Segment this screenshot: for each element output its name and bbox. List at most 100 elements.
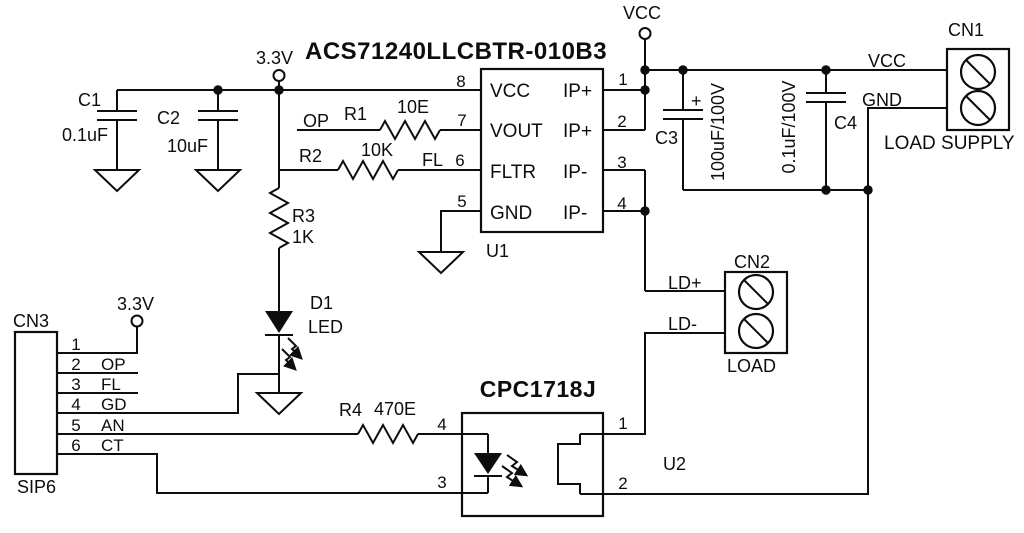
ld-plus-label: LD+ [668, 273, 702, 293]
opto-output-symbol [557, 434, 581, 494]
c1-value: 0.1uF [62, 125, 108, 145]
ld-minus-label: LD- [668, 314, 697, 334]
cn3-pin2-name: OP [101, 355, 126, 374]
net-label-3v3: 3.3V [256, 48, 293, 68]
connector-cn1: CN1 VCC GND LOAD SUPPLY [862, 20, 1015, 154]
ic-u1: ACS71240LLCBTR-010B3 U1 8 7 6 5 VCC VOUT… [305, 38, 628, 275]
cn3-pin1-num: 1 [71, 335, 80, 354]
wire [580, 332, 725, 435]
u1-refdes: U1 [486, 241, 509, 261]
c1-ref: C1 [78, 90, 101, 110]
terminal-circle [130, 314, 144, 328]
cn3-pin5-name: AN [101, 416, 125, 435]
cn3-caption: SIP6 [17, 477, 56, 497]
net-label-vcc: VCC [623, 3, 661, 23]
wire [603, 70, 646, 131]
wire [198, 90, 238, 170]
u1-pin3-num: 3 [617, 153, 626, 172]
ground-symbol [254, 392, 304, 416]
cn1-ref: CN1 [948, 20, 984, 40]
ground-symbol [416, 251, 466, 275]
screw-slot [743, 318, 769, 344]
c4-value: 0.1uF/100V [779, 80, 799, 173]
screw-terminal [737, 312, 775, 350]
u2-part-number: CPC1718J [480, 376, 597, 402]
r3-value: 1K [292, 227, 314, 247]
r2-ref: R2 [299, 146, 322, 166]
cn3-pin5-num: 5 [71, 416, 80, 435]
cn3-pin6-num: 6 [71, 436, 80, 455]
resistor-r4: R4 470E [339, 399, 419, 446]
r2-value: 10K [361, 140, 393, 160]
junction-dot [213, 85, 223, 95]
connector-cn3: CN3 SIP6 3.3V 1 2 3 4 5 6 OP FL GD AN CT [13, 294, 154, 497]
d1-ref: D1 [310, 293, 333, 313]
r1-value: 10E [397, 97, 429, 117]
wire [603, 169, 725, 292]
d1-value: LED [308, 317, 343, 337]
resistor-zigzag [379, 118, 441, 142]
cn1-caption: LOAD SUPPLY [884, 133, 1015, 154]
wire [663, 70, 703, 190]
net-vcc-wires [580, 39, 947, 495]
cn2-ref: CN2 [734, 252, 770, 272]
u1-pin2-name: IP+ [563, 121, 592, 142]
net-3v3-wires [117, 89, 481, 311]
junction-dot [640, 206, 650, 216]
opto-light-arrow [501, 465, 524, 488]
cn3-pin4-name: GD [101, 395, 127, 414]
wire [57, 327, 138, 354]
u2-refdes: U2 [663, 454, 686, 474]
wire [806, 70, 846, 190]
u1-pin6-num: 6 [455, 151, 464, 170]
u1-pin1-name: IP+ [563, 81, 592, 102]
screw-slot [965, 59, 991, 85]
u1-pin8-name: VCC [490, 81, 530, 102]
led-triangle [265, 311, 293, 333]
resistor-r3: R3 1K [267, 187, 315, 249]
u1-pin5-num: 5 [457, 192, 466, 211]
screw-terminal [737, 273, 775, 311]
c3-ref: C3 [655, 128, 678, 148]
terminal-3v3: 3.3V [256, 48, 293, 90]
opto-light-arrow [506, 454, 529, 477]
resistor-r1: OP R1 10E [303, 97, 441, 142]
cn1-vcc-label: VCC [868, 51, 906, 71]
ground-symbol [193, 169, 243, 193]
u1-pin3-name: IP- [563, 162, 587, 183]
u1-pin1-num: 1 [618, 70, 627, 89]
wire [97, 90, 137, 170]
cn2-body [723, 270, 789, 355]
u2-pin1-num: 1 [618, 414, 627, 433]
led-d1: D1 LED [254, 293, 343, 416]
net-label-op: OP [303, 111, 329, 131]
cn1-gnd-label: GND [862, 90, 902, 110]
u1-pin8-num: 8 [456, 72, 465, 91]
junction-dots [213, 65, 873, 216]
junction-dot [274, 85, 284, 95]
capacitor-c4: 0.1uF/100V C4 [779, 70, 857, 190]
junction-dot [640, 65, 650, 75]
c3-polarity: + [691, 91, 702, 111]
led-light-arrow [281, 348, 297, 371]
c3-value: 100uF/100V [708, 83, 728, 181]
screw-terminal [959, 89, 997, 127]
u1-pin4-num: 4 [617, 194, 626, 213]
r3-ref: R3 [292, 206, 315, 226]
terminal-circle [272, 69, 286, 82]
wire [57, 373, 279, 414]
cn3-pin3-num: 3 [71, 375, 80, 394]
connector-cn2: CN2 LOAD LD+ LD- [668, 252, 789, 376]
u2-pin3-num: 3 [437, 473, 446, 492]
c4-ref: C4 [834, 113, 857, 133]
u1-pin7-name: VOUT [490, 121, 543, 142]
ground-symbol [92, 169, 142, 193]
u1-part-number: ACS71240LLCBTR-010B3 [305, 38, 607, 65]
u1-pin6-name: FLTR [490, 162, 536, 183]
cn2-caption: LOAD [727, 356, 776, 376]
u2-pin2-num: 2 [618, 474, 627, 493]
cn3-ref: CN3 [13, 311, 49, 331]
terminal-circle [638, 27, 652, 40]
